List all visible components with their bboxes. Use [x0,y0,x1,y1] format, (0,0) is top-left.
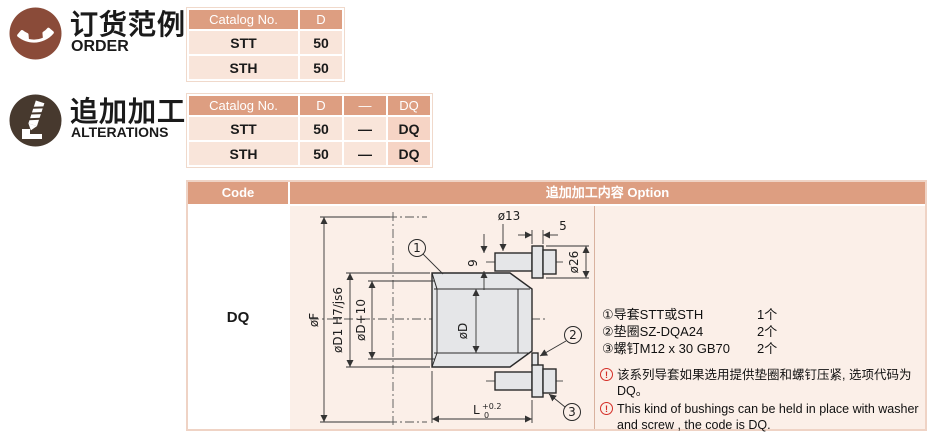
note-text: This kind of bushings can be held in pla… [617,402,919,432]
dq-cell: DQ [388,142,430,165]
callout-1: 1 [413,241,421,255]
alt-table-header-d: D [300,96,342,115]
alt-table-header-catalog: Catalog No. [189,96,298,115]
part-number: ① [602,307,614,322]
caution-icon: ! [600,402,613,415]
d-value-cell: 50 [300,142,342,165]
dimension-lines [320,216,590,423]
list-item: ②垫圈SZ-DQA24 2个 [602,323,918,340]
list-item: ③螺钉M12 x 30 GB70 2个 [602,340,918,357]
parts-list: ①导套STT或STH 1个 ②垫圈SZ-DQA24 2个 ③螺钉M12 x 30… [602,306,918,357]
bushing-technical-drawing: øF øD1 H7/js6 øD+10 øD ø13 5 ø26 9 L +0.… [307,209,590,426]
catalog-no-cell: STT [189,31,298,54]
alterations-table: Catalog No. D — DQ STT 50 — DQ STH 50 — … [186,93,433,168]
bushing-body [431,245,557,398]
note-text: 该系列导套如果选用提供垫圈和螺钉压紧, 选项代码为DQ。 [617,368,912,398]
part-number: ③ [602,341,614,356]
part-qty: 1个 [757,307,778,322]
dim-label-5: 5 [559,219,567,233]
part-label: 螺钉M12 x 30 GB70 [613,341,730,356]
option-table: Code 追加加工内容 Option DQ [186,180,927,432]
dim-label-oD1: øD1 H7/js6 [331,287,345,353]
option-table-header: Code 追加加工内容 Option [188,182,925,204]
notes: ! 该系列导套如果选用提供垫圈和螺钉压紧, 选项代码为DQ。 ! This ki… [600,367,922,435]
order-table-header-catalog: Catalog No. [189,10,298,29]
order-title-en: ORDER [71,38,129,55]
order-table: Catalog No. D STT 50 STH 50 [186,7,345,82]
d-value-cell: 50 [300,56,342,79]
part-qty: 2个 [757,341,778,356]
callout-3: 3 [568,405,576,419]
column-divider [594,206,595,429]
code-header: Code [188,182,288,204]
dim-label-o26: ø26 [567,251,581,274]
note-zh: ! 该系列导套如果选用提供垫圈和螺钉压紧, 选项代码为DQ。 [600,367,922,399]
dq-cell: DQ [388,117,430,140]
table-row: STT 50 [189,31,342,54]
drill-icon [9,94,62,147]
alt-table-header-dq: DQ [388,96,430,115]
dim-label-9: 9 [466,259,480,267]
code-value-cell: DQ [188,206,288,429]
dim-label-L: L [473,403,480,417]
table-row: STT 50 — DQ [189,117,430,140]
dash-cell: — [344,142,386,165]
part-label: 垫圈SZ-DQA24 [613,324,704,339]
alterations-title-zh: 追加加工 [70,96,187,127]
dim-label-oD: øD [456,323,470,340]
table-row: STH 50 [189,56,342,79]
catalog-no-cell: STH [189,142,298,165]
part-label: 导套STT或STH [613,307,704,322]
option-header: 追加加工内容 Option [290,182,925,204]
bushing-bore-lines [431,272,530,368]
part-number: ② [602,324,614,339]
option-table-body: DQ [188,206,925,432]
order-table-header-d: D [300,10,342,29]
dim-label-o13: ø13 [498,209,521,223]
order-title-zh: 订货范例 [70,9,187,40]
callout-2: 2 [569,328,577,342]
note-en: ! This kind of bushings can be held in p… [600,401,922,433]
d-value-cell: 50 [300,31,342,54]
d-value-cell: 50 [300,117,342,140]
callout-circles [408,239,582,421]
catalog-no-cell: STT [189,117,298,140]
dim-label-L-tol-upper: +0.2 [482,402,501,411]
dim-label-oD10: øD+10 [354,299,368,341]
phone-icon [9,7,62,60]
catalog-no-cell: STH [189,56,298,79]
caution-icon: ! [600,368,613,381]
table-row: STH 50 — DQ [189,142,430,165]
part-qty: 2个 [757,324,778,339]
dim-label-oF: øF [307,313,321,327]
option-content-cell: øF øD1 H7/js6 øD+10 øD ø13 5 ø26 9 L +0.… [290,206,925,432]
list-item: ①导套STT或STH 1个 [602,306,918,323]
dim-label-L-tol-lower: 0 [484,411,489,420]
alterations-title-en: ALTERATIONS [71,124,169,140]
dash-cell: — [344,117,386,140]
alt-table-header-dash: — [344,96,386,115]
